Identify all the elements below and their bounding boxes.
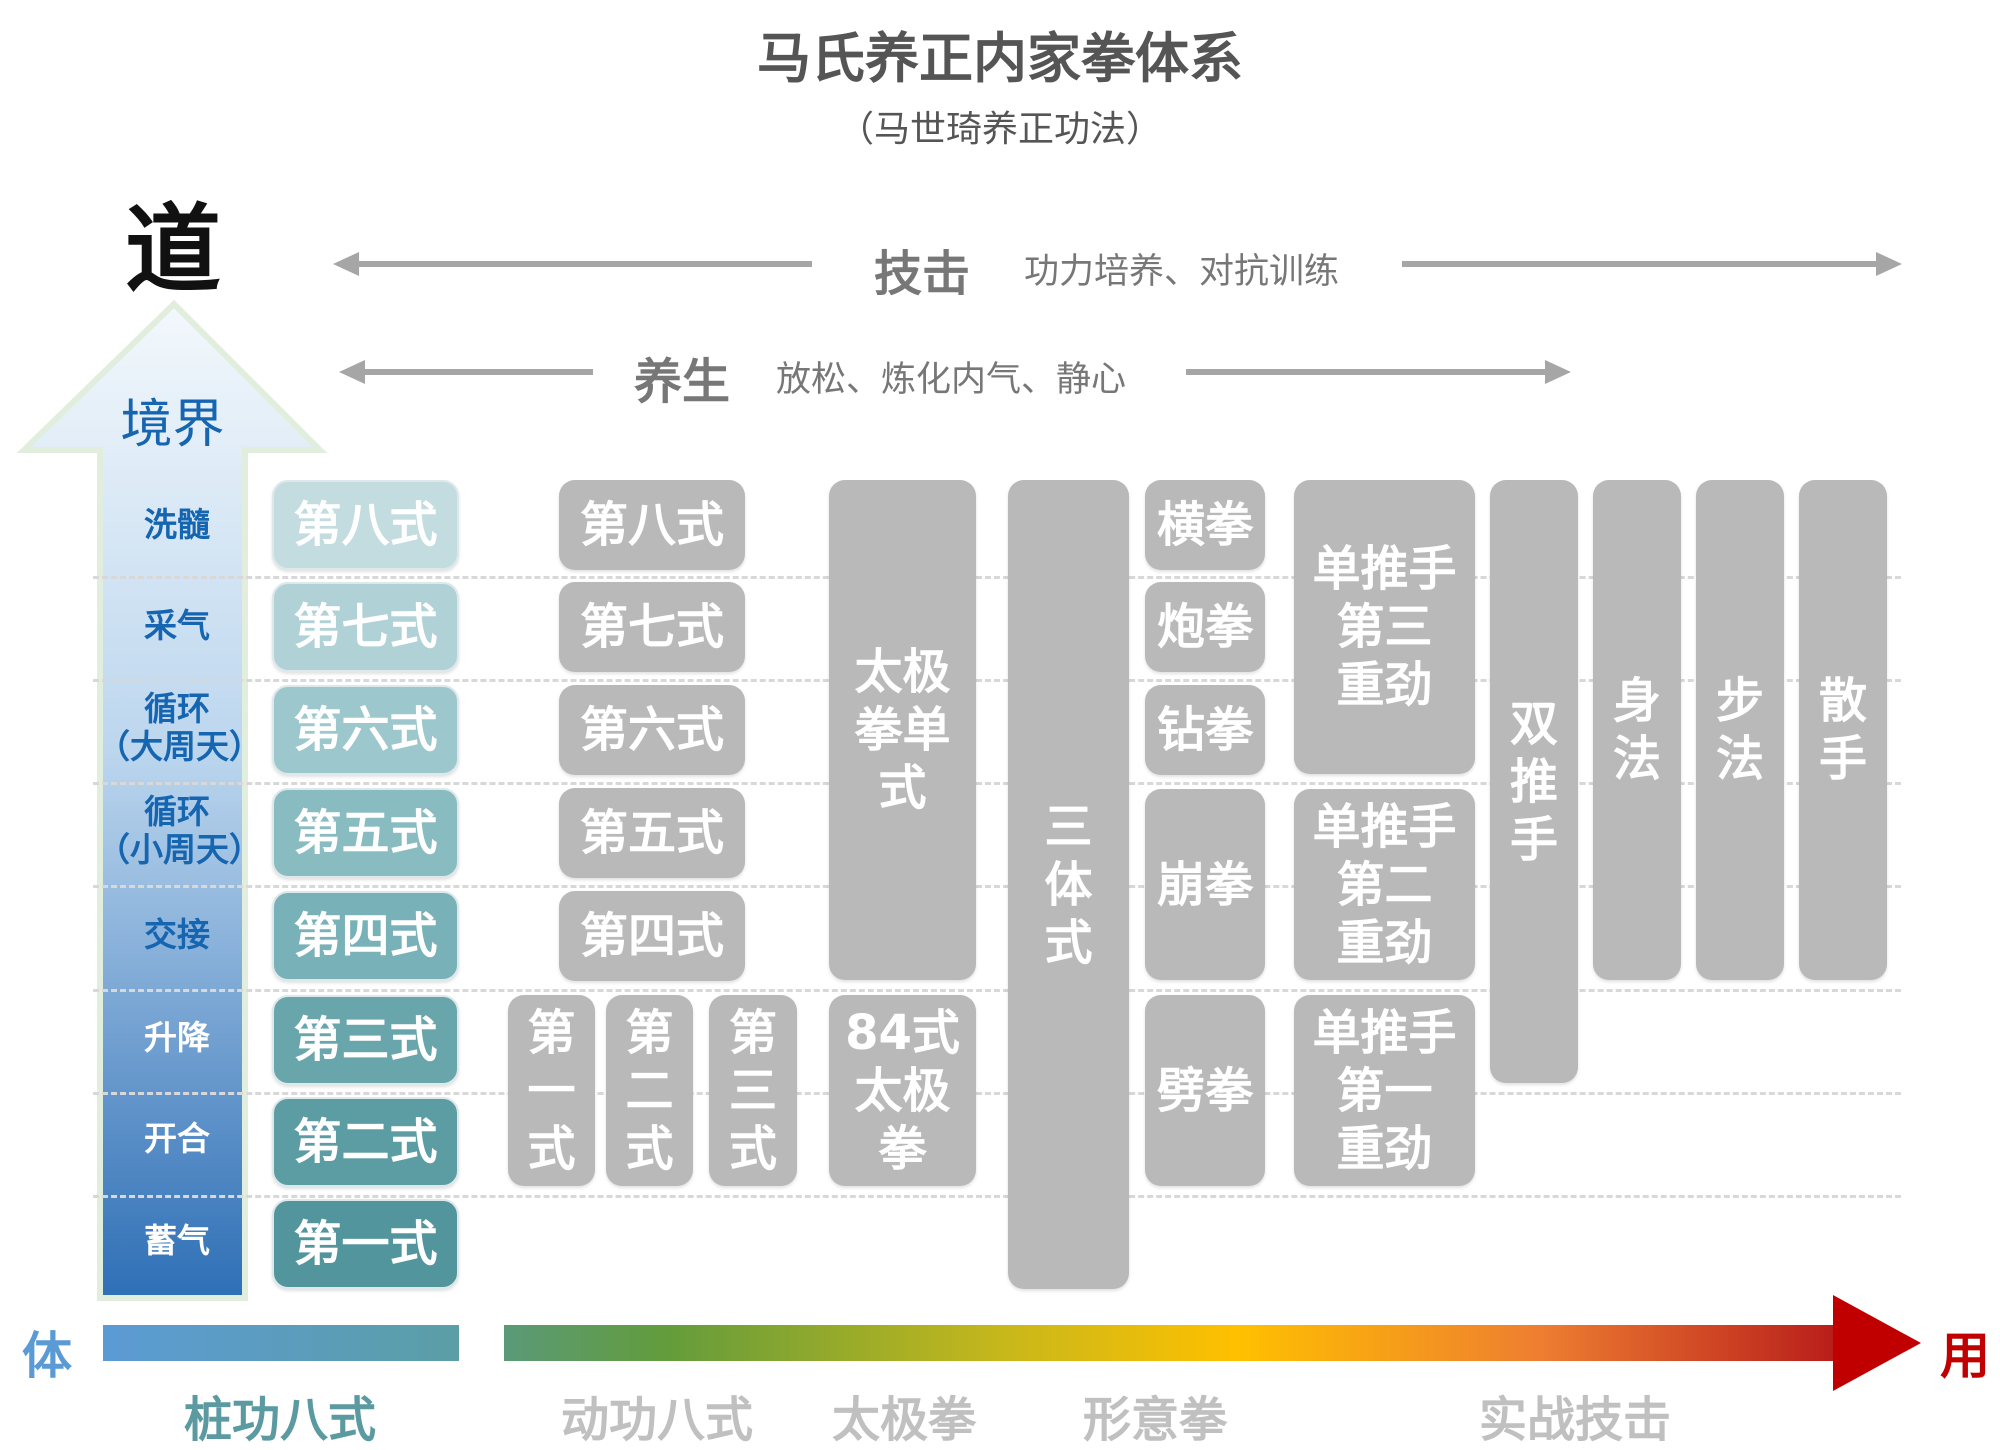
axis-label-taiji: 太极拳 — [831, 1392, 976, 1448]
page-title: 马氏养正内家拳体系 — [757, 26, 1243, 90]
arrow-right-icon — [1545, 360, 1571, 384]
dao-calligraphy: 道 — [125, 193, 221, 306]
yangsheng-label: 养生 — [634, 354, 731, 410]
donggong-box: 第五式 — [559, 788, 745, 878]
axis-left-label: 体 — [22, 1327, 72, 1385]
jiji-arrow-line-left — [355, 261, 812, 267]
jiji-desc: 功力培养、对抗训练 — [1024, 252, 1340, 292]
zhuanggong-box: 第三式 — [272, 995, 459, 1085]
axis-label-xingyi: 形意拳 — [1082, 1392, 1227, 1448]
donggong-box: 第八式 — [559, 480, 745, 570]
combat-box: 身 法 — [1593, 480, 1681, 980]
level-label: 蓄气 — [144, 1221, 210, 1260]
yangsheng-desc: 放松、炼化内气、静心 — [776, 360, 1127, 400]
taiji-84-box: 84式 太极 拳 — [829, 995, 976, 1186]
donggong-box: 第六式 — [559, 685, 745, 775]
row-divider — [93, 1092, 1901, 1095]
xingyi-box: 钻拳 — [1145, 685, 1265, 775]
level-label: 采气 — [144, 606, 210, 645]
jiji-arrow-line-right — [1402, 261, 1879, 267]
tuishou-box: 单推手 第一 重劲 — [1294, 995, 1475, 1186]
xingyi-box: 崩拳 — [1145, 789, 1265, 980]
row-divider — [93, 1195, 1901, 1198]
xingyi-box: 横拳 — [1145, 480, 1265, 570]
zhuanggong-box: 第六式 — [272, 685, 459, 775]
zhuanggong-box: 第五式 — [272, 788, 459, 878]
zhuanggong-axis-bar — [103, 1325, 459, 1361]
tuishou-box: 单推手 第二 重劲 — [1294, 789, 1475, 980]
zhuanggong-box: 第四式 — [272, 891, 459, 981]
level-label: 循环 （小周天） — [97, 792, 262, 869]
taiji-single-box: 太极 拳单 式 — [829, 480, 976, 980]
yangsheng-arrow-line-right — [1186, 369, 1548, 375]
xingyi-box: 炮拳 — [1145, 582, 1265, 672]
row-divider — [93, 782, 1901, 785]
donggong-vertical-box: 第 二 式 — [606, 995, 693, 1186]
level-label: 升降 — [144, 1018, 210, 1057]
zhuanggong-box: 第七式 — [272, 582, 459, 672]
page-subtitle: （马世琦养正功法） — [837, 109, 1162, 150]
donggong-box: 第四式 — [559, 891, 745, 981]
xingyi-box: 劈拳 — [1145, 995, 1265, 1186]
arrow-left-icon — [339, 360, 365, 384]
jiji-label: 技击 — [874, 246, 971, 302]
shuang-tuishou-box: 双 推 手 — [1490, 480, 1578, 1083]
arrow-left-icon — [333, 252, 359, 276]
progress-axis-bar — [504, 1325, 1837, 1361]
zhuanggong-box: 第一式 — [272, 1199, 459, 1289]
donggong-vertical-box: 第 一 式 — [508, 995, 595, 1186]
level-label: 开合 — [144, 1119, 210, 1158]
row-divider — [93, 989, 1901, 992]
axis-label-donggong: 动功八式 — [560, 1392, 753, 1448]
level-label: 循环 （大周天） — [97, 689, 262, 766]
realm-label: 境界 — [120, 395, 225, 455]
arrow-right-icon — [1876, 252, 1902, 276]
axis-right-label: 用 — [1940, 1327, 1990, 1385]
axis-label-zhuanggong: 桩功八式 — [183, 1392, 376, 1448]
tuishou-box: 单推手 第三 重劲 — [1294, 480, 1475, 774]
donggong-box: 第七式 — [559, 582, 745, 672]
yangsheng-arrow-line-left — [362, 369, 593, 375]
row-divider — [93, 679, 1901, 682]
zhuanggong-box: 第八式 — [272, 480, 459, 570]
combat-box: 散 手 — [1799, 480, 1887, 980]
zhuanggong-box: 第二式 — [272, 1097, 459, 1187]
combat-box: 步 法 — [1696, 480, 1784, 980]
row-divider — [93, 885, 1901, 888]
axis-label-combat: 实战技击 — [1478, 1392, 1671, 1448]
row-divider — [93, 576, 1901, 579]
level-label: 交接 — [144, 915, 210, 954]
realm-up-arrow-icon — [16, 299, 328, 1301]
axis-arrow-head-icon — [1833, 1295, 1921, 1391]
level-label: 洗髓 — [144, 505, 210, 544]
donggong-vertical-box: 第 三 式 — [709, 995, 797, 1186]
santi-box: 三 体 式 — [1008, 480, 1129, 1289]
